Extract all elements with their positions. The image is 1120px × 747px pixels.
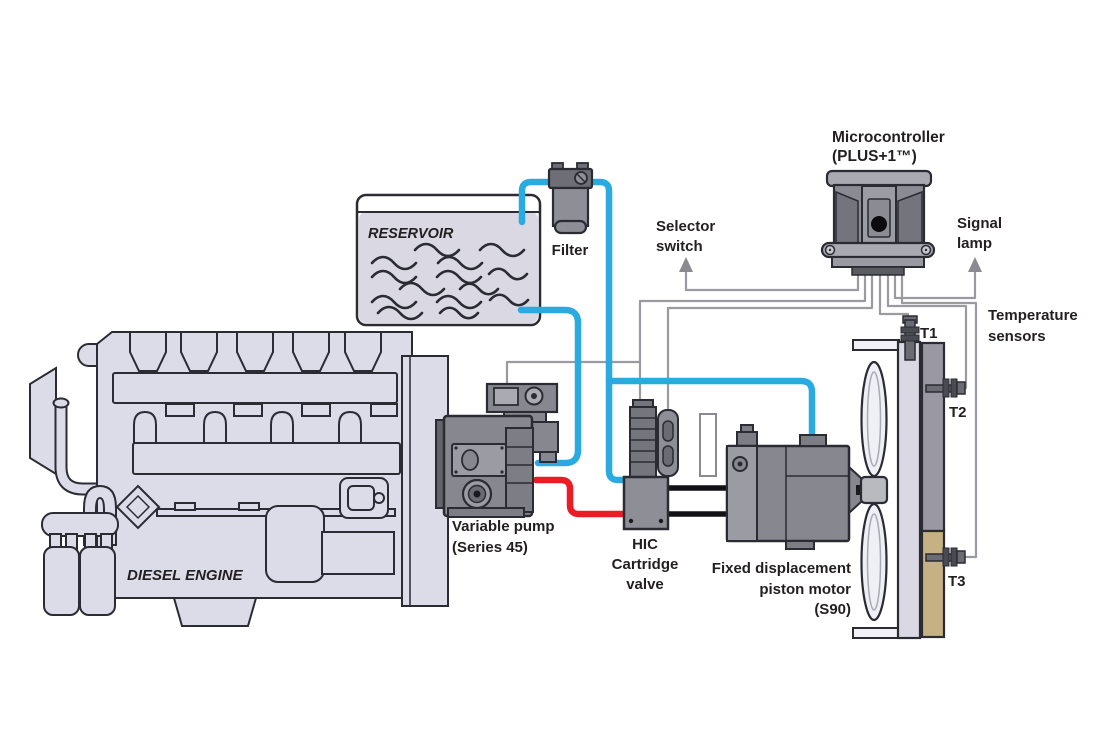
selector-switch-arrow-icon	[679, 257, 693, 272]
label-microcontroller-line2: (PLUS+1™)	[832, 148, 917, 165]
label-selector-switch-line2: switch	[656, 238, 703, 255]
motor-inlet-port	[799, 434, 827, 447]
wire-hic-coil-b	[666, 274, 874, 414]
radiator-bracket-bottom	[852, 627, 900, 639]
microcontroller-pin-block	[851, 266, 905, 276]
wire-hic-coil-a	[638, 274, 867, 412]
label-signal-lamp-line1: Signal	[957, 215, 1002, 232]
hic-mounting-bracket	[699, 413, 717, 477]
line-reservoir-to-filter	[518, 178, 552, 226]
radiator-core-lower	[920, 529, 946, 639]
piston-motor	[725, 424, 866, 550]
radiator-shroud	[896, 340, 922, 640]
hic-cartridge-valve	[622, 399, 679, 531]
line-reservoir-to-pump	[517, 306, 582, 467]
variable-pump	[442, 382, 559, 518]
label-reservoir: RESERVOIR	[368, 226, 454, 242]
label-motor-line3: (S90)	[814, 601, 851, 618]
filter	[547, 162, 594, 235]
fan-blade-top	[860, 360, 888, 478]
radiator-core-upper	[920, 341, 946, 533]
microcontroller-port	[871, 216, 887, 232]
hydraulic-lines	[517, 178, 816, 518]
fan-blade-bottom	[860, 502, 888, 622]
line-filter-to-hic	[590, 178, 630, 484]
label-sensor-t3: T3	[948, 573, 966, 590]
label-signal-lamp-line2: lamp	[957, 235, 992, 252]
labels: RESERVOIR Filter DIESEL ENGINE Variable …	[127, 129, 1078, 618]
wire-sensor-t3	[900, 274, 978, 559]
label-motor-line2: piston motor	[759, 581, 851, 598]
label-hic-line1: HIC	[632, 536, 658, 553]
reservoir	[355, 193, 542, 327]
label-hic-line2: Cartridge	[612, 556, 679, 573]
sensor-t3	[925, 547, 966, 567]
label-variable-pump-line2: (Series 45)	[452, 539, 528, 556]
label-temperature-sensors-line2: sensors	[988, 328, 1046, 345]
wire-selector-switch	[684, 268, 860, 292]
signal-lamp-arrow-icon	[968, 257, 982, 272]
label-sensor-t2: T2	[949, 404, 967, 421]
label-motor-line1: Fixed displacement	[712, 560, 851, 577]
radiator-bracket-top	[852, 339, 900, 351]
label-microcontroller-line1: Microcontroller	[832, 129, 945, 146]
fan	[859, 360, 889, 622]
microcontroller	[820, 169, 936, 276]
label-diesel-engine: DIESEL ENGINE	[127, 567, 244, 584]
reservoir-fluid-waves	[370, 242, 530, 321]
label-filter: Filter	[552, 242, 589, 259]
label-temperature-sensors-line1: Temperature	[988, 307, 1078, 324]
line-branch-to-motor	[605, 377, 816, 444]
radiator	[852, 315, 966, 640]
reservoir-fluid	[359, 212, 538, 323]
sensor-t2	[925, 378, 966, 398]
wire-signal-lamp	[893, 268, 977, 300]
label-hic-line3: valve	[626, 576, 664, 593]
sensor-t1	[900, 315, 920, 361]
label-selector-switch-line1: Selector	[656, 218, 715, 235]
label-sensor-t1: T1	[920, 325, 938, 342]
diesel-engine	[29, 331, 451, 627]
line-pump-to-hic-pressure	[532, 476, 628, 518]
label-variable-pump-line1: Variable pump	[452, 518, 555, 535]
wire-pump-control	[505, 360, 642, 385]
fan-hub	[859, 475, 889, 505]
